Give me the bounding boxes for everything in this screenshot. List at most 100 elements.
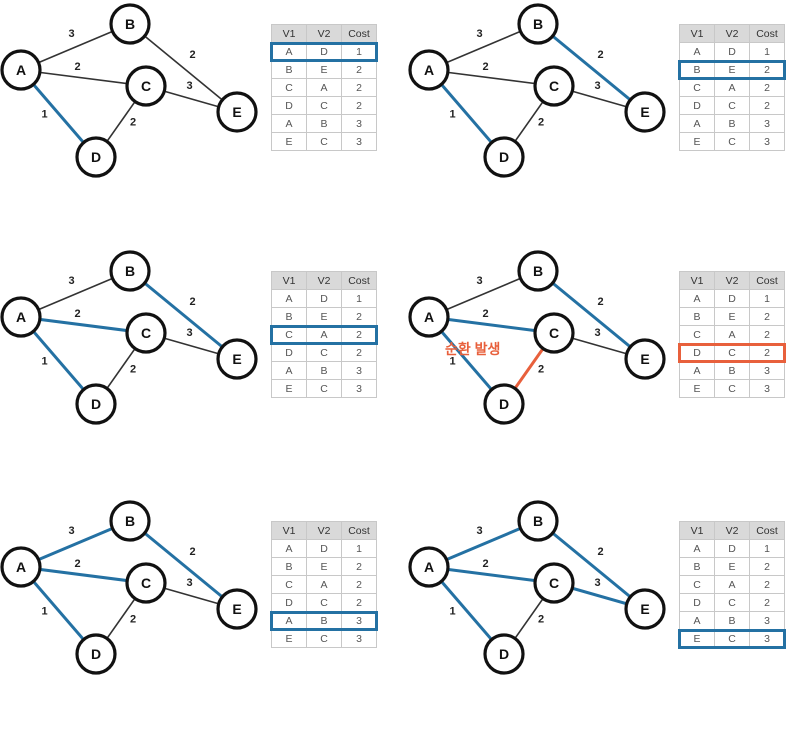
table-cell: C	[306, 379, 342, 398]
table-cell: 3	[749, 629, 785, 648]
node-label: E	[232, 351, 241, 367]
table-cell: C	[714, 593, 750, 612]
edge-b-e	[129, 519, 238, 611]
node-label: E	[232, 601, 241, 617]
table-cell: B	[306, 611, 342, 630]
edge-weight-label: 2	[597, 546, 603, 558]
table-cell: D	[271, 343, 307, 362]
node-c: C	[125, 562, 167, 604]
edge-weight-label: 1	[41, 606, 47, 618]
node-label: E	[232, 104, 241, 120]
edge-weight-label: 2	[597, 296, 603, 308]
table-cell: A	[271, 539, 307, 558]
column-header: V2	[714, 24, 750, 43]
table-cell: B	[714, 114, 750, 133]
table-cell: 2	[341, 96, 377, 115]
table-cell: C	[714, 343, 750, 362]
node-c: C	[533, 65, 575, 107]
table-cell: 2	[749, 307, 785, 326]
edge-weight-label: 1	[449, 109, 455, 121]
table-cell: B	[271, 60, 307, 79]
edge-a-c	[20, 565, 147, 585]
node-c: C	[533, 562, 575, 604]
table-cell: B	[271, 307, 307, 326]
table-cell: 2	[341, 557, 377, 576]
table-cell: E	[306, 60, 342, 79]
node-c: C	[125, 65, 167, 107]
table-cell: C	[679, 575, 715, 594]
node-label: B	[533, 263, 543, 279]
node-label: D	[499, 646, 509, 662]
node-d: D	[75, 383, 117, 425]
table-cell: C	[271, 78, 307, 97]
node-label: C	[549, 78, 559, 94]
table-cell: A	[306, 575, 342, 594]
table-cell: A	[271, 114, 307, 133]
table-cell: 2	[749, 343, 785, 362]
edge-weight-label: 2	[538, 364, 544, 376]
edge-b-e	[129, 23, 238, 113]
node-label: D	[499, 149, 509, 165]
table-cell: 3	[749, 611, 785, 630]
node-label: B	[533, 513, 543, 529]
node-a: A	[0, 546, 42, 588]
table-cell: A	[679, 539, 715, 558]
table-cell: B	[714, 611, 750, 630]
edge-b-e	[537, 269, 646, 361]
table-cell: 2	[341, 78, 377, 97]
edge-weight-label: 3	[68, 275, 74, 287]
cycle-warning-label: 순환 발생	[445, 341, 500, 357]
node-d: D	[483, 383, 525, 425]
node-b: B	[517, 250, 559, 292]
edge-weight-label: 2	[482, 558, 488, 570]
edge-weight-label: 3	[186, 327, 192, 339]
table-cell: C	[714, 629, 750, 648]
node-a: A	[0, 296, 42, 338]
node-label: A	[424, 309, 434, 325]
edge-weight-label: 2	[130, 117, 136, 129]
table-cell: 2	[749, 593, 785, 612]
node-label: C	[141, 78, 151, 94]
node-d: D	[483, 136, 525, 178]
edge-a-c	[428, 315, 555, 335]
node-a: A	[0, 49, 42, 91]
table-cell: 2	[341, 307, 377, 326]
node-b: B	[109, 500, 151, 542]
table-cell: E	[714, 557, 750, 576]
column-header: Cost	[341, 24, 377, 43]
table-cell: A	[714, 78, 750, 97]
table-cell: A	[306, 325, 342, 344]
node-a: A	[408, 546, 450, 588]
table-cell: A	[271, 611, 307, 630]
column-header: V1	[679, 521, 715, 540]
node-label: D	[499, 396, 509, 412]
node-e: E	[624, 338, 666, 380]
column-header: V2	[306, 271, 342, 290]
edge-weight-label: 2	[597, 49, 603, 61]
node-d: D	[75, 633, 117, 675]
table-cell: 2	[749, 557, 785, 576]
column-header: V2	[714, 521, 750, 540]
